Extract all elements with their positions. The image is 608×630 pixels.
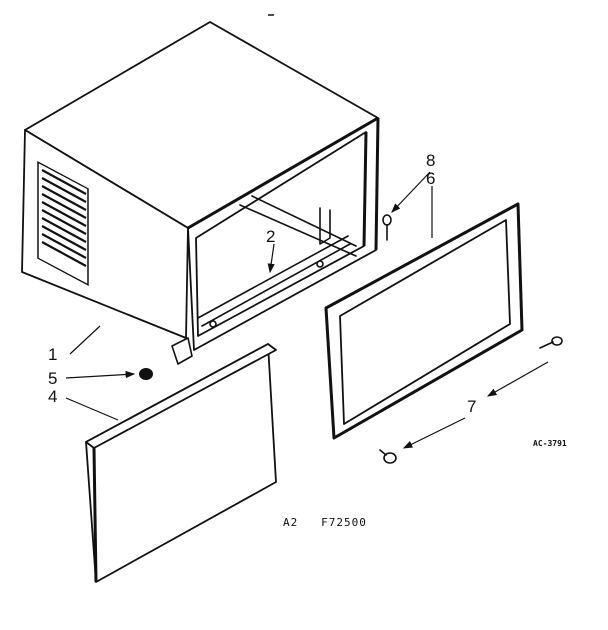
screw-7-lower [379,449,397,464]
front-panel-face [85,343,277,583]
leader-7-upper [486,361,549,397]
screw-7-upper [539,336,563,349]
cabinet-bracket [319,207,331,245]
front-panel-edge [85,343,277,449]
leader-5 [65,370,136,379]
cabinet-shell [21,21,380,365]
leader-lines [65,171,549,449]
frame-panel-inner [339,219,511,425]
callout-7: 7 [467,397,476,416]
leader-7-lower [402,417,466,449]
callout-1: 1 [48,345,57,364]
frame-panel [324,202,524,440]
callout-6: 6 [426,169,435,188]
cabinet-louvre-vents [37,161,89,286]
front-panel [85,343,277,583]
cabinet-rail-base [197,235,351,327]
front-panel-left-edge [92,447,98,583]
drawing-code: AC-3791 [533,439,567,448]
leader-2 [267,243,275,274]
cabinet-screw-hole [316,260,324,268]
frame-panel-rim [324,202,524,440]
model-caption: A2 F72500 [283,516,367,529]
screw-5 [139,368,153,380]
callout-5: 5 [48,369,57,388]
leader-8 [391,171,431,213]
cabinet-rim [187,116,380,251]
leader-1 [69,325,101,355]
leader-4 [65,397,119,421]
cabinet-bottom-tab [171,337,193,365]
callout-2: 2 [266,227,275,246]
cabinet-rail-back [239,195,357,257]
cabinet-screw-hole-2 [209,320,217,328]
screw-8 [382,214,392,241]
callout-8: 8 [426,151,435,170]
callout-4: 4 [48,387,57,406]
